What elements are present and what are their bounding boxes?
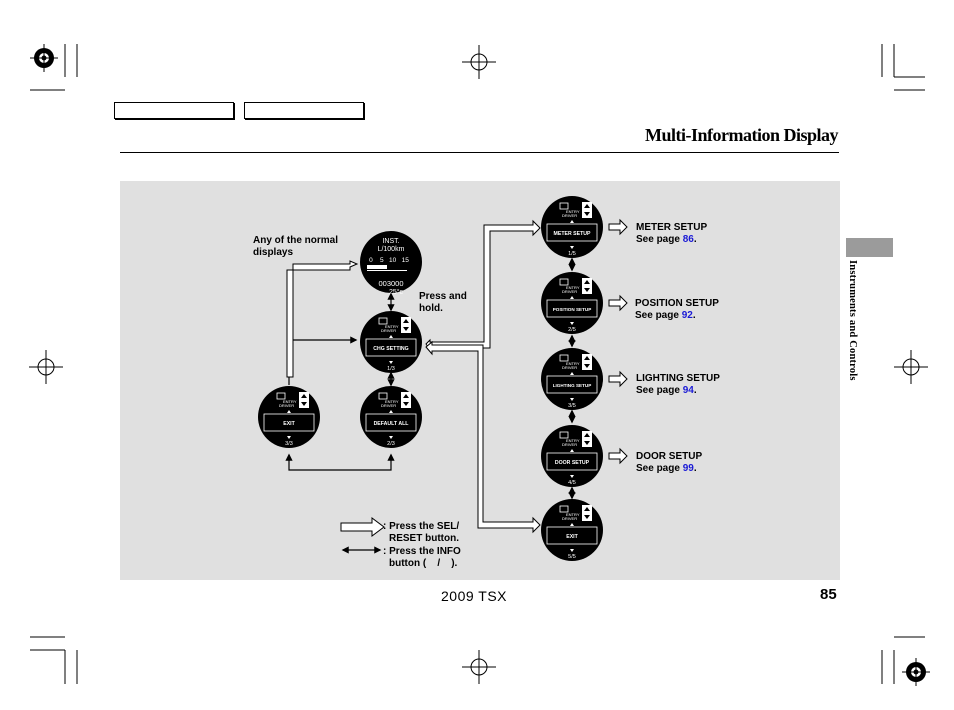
legend-sel-reset: : Press the SEL/ RESET button. [383, 521, 460, 544]
menu-page-indicator: 4/5 [568, 480, 576, 486]
menu-item-label: CHG SETTING [373, 346, 408, 352]
menu-page-indicator: 3/3 [285, 441, 293, 447]
meter-setup-desc: METER SETUP See page 86. [636, 222, 708, 245]
lighting-setup-page-link[interactable]: 94 [682, 385, 694, 396]
section-tab-label: Instruments and Controls [847, 260, 858, 381]
menu-page-indicator: 2/3 [387, 441, 395, 447]
header-tab-box-right [244, 102, 364, 119]
entry-label: ENTRY [283, 399, 297, 404]
inst-display-icon: INST. L/100km 0 5 10 15 003000 25°c [360, 231, 422, 296]
driver-label: DRIVER [279, 403, 294, 408]
driver-label: DRIVER [562, 213, 577, 218]
menu-item-label: METER SETUP [554, 231, 591, 237]
footer-model: 2009 TSX [441, 588, 508, 604]
inst-unit: L/100km [378, 246, 405, 253]
door-setup-page-link[interactable]: 99 [682, 463, 694, 474]
driver-label: DRIVER [381, 403, 396, 408]
entry-label: ENTRY [566, 209, 580, 214]
inst-label: INST. [382, 238, 399, 245]
entry-label: ENTRY [385, 399, 399, 404]
normal-displays-note: Any of the normal displays [253, 235, 339, 258]
driver-label: DRIVER [562, 442, 577, 447]
menu-item-label: DOOR SETUP [555, 460, 590, 466]
entry-label: ENTRY [385, 324, 399, 329]
inst-temp: 25°c [389, 288, 404, 296]
menu-item-label: EXIT [566, 534, 578, 540]
entry-label: ENTRY [566, 512, 580, 517]
entry-label: ENTRY [566, 285, 580, 290]
inst-odometer: 003000 [378, 279, 403, 288]
driver-label: DRIVER [562, 516, 577, 521]
legend-info: : Press the INFO button ( / ). [383, 546, 461, 569]
menu-page-indicator: 3/5 [568, 403, 576, 409]
page-title: Multi-Information Display [644, 125, 839, 145]
position-setup-page-link[interactable]: 92 [681, 310, 693, 321]
menu-page-indicator: 1/3 [387, 366, 395, 372]
menu-item-label: EXIT [283, 421, 295, 427]
press-hold-note: Press and hold. [419, 291, 467, 314]
sel-reset-connectors [286, 218, 628, 537]
menu-item-label: LIGHTING SETUP [553, 383, 592, 388]
menu-item-label: POSITION SETUP [553, 307, 592, 312]
menu-page-indicator: 5/5 [568, 554, 576, 560]
meter-setup-page-link[interactable]: 86 [682, 234, 694, 245]
driver-label: DRIVER [562, 365, 577, 370]
driver-label: DRIVER [381, 328, 396, 333]
menu-page-indicator: 2/5 [568, 327, 576, 333]
section-tab-marker [846, 238, 893, 257]
lighting-setup-desc: LIGHTING SETUP See page 94. [636, 373, 720, 396]
position-setup-desc: POSITION SETUP See page 92. [635, 298, 719, 321]
page-number: 85 [820, 586, 837, 603]
menu-page-indicator: 1/5 [568, 251, 576, 257]
entry-label: ENTRY [566, 361, 580, 366]
entry-label: ENTRY [566, 438, 580, 443]
menu-item-label: DEFAULT ALL [374, 421, 410, 427]
door-setup-desc: DOOR SETUP See page 99. [636, 451, 703, 474]
inst-scale: 0 5 10 15 [369, 257, 409, 264]
title-rule [120, 152, 839, 153]
header-tab-box-left [114, 102, 234, 119]
driver-label: DRIVER [562, 289, 577, 294]
